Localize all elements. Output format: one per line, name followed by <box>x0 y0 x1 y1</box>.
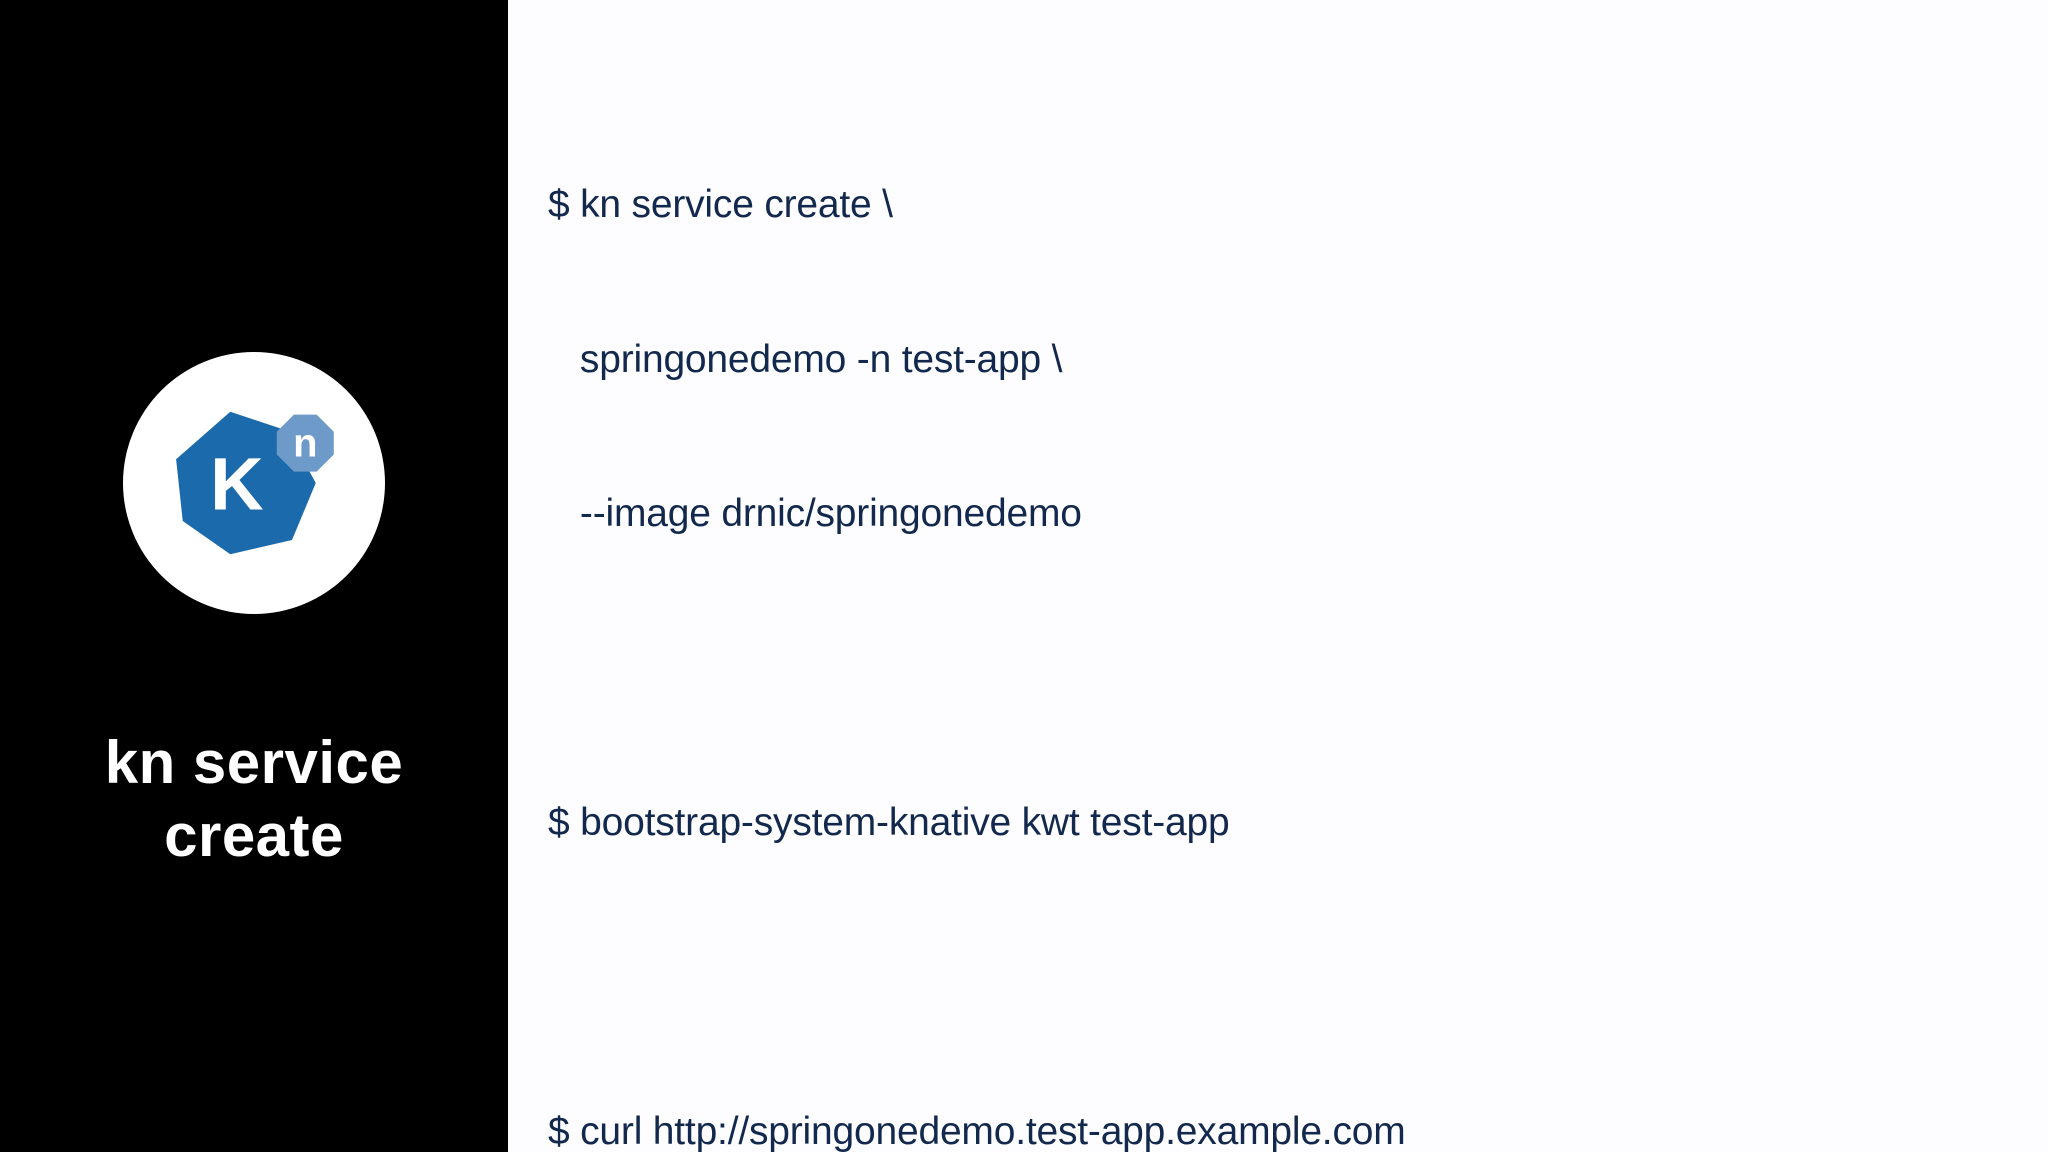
page-title: kn service create <box>104 729 404 870</box>
terminal-line-blank <box>548 643 2048 695</box>
logo-letter-k: K <box>210 443 264 526</box>
terminal-line: --image drnic/springonedemo <box>548 492 1082 535</box>
terminal-output: $ kn service create \ springonedemo -n t… <box>548 76 2048 1152</box>
left-panel: K n kn service create <box>0 0 508 1152</box>
terminal-line-blank <box>548 952 2048 1004</box>
terminal-line: $ bootstrap-system-knative kwt test-app <box>548 801 1230 844</box>
knative-logo-icon: K n <box>176 411 334 555</box>
terminal-line: springonedemo -n test-app \ <box>548 337 1063 381</box>
right-panel: $ kn service create \ springonedemo -n t… <box>508 0 2048 1152</box>
terminal-line: $ curl http://springonedemo.test-app.exa… <box>548 1110 1406 1152</box>
logo-letter-n: n <box>293 421 317 465</box>
knative-logo-badge: K n <box>123 352 385 614</box>
octagon-shape <box>276 414 334 472</box>
terminal-line: $ kn service create \ <box>548 183 893 226</box>
